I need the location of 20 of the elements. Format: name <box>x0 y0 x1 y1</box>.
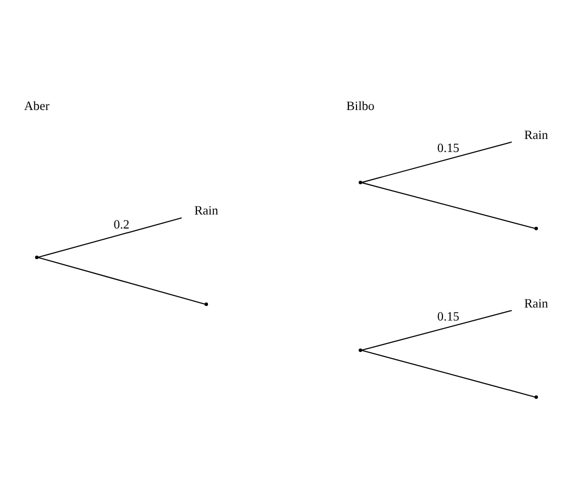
node-text: Rain <box>524 296 548 311</box>
node-text: Rain <box>194 204 218 218</box>
edge-label: 0.2 <box>114 218 130 232</box>
label: Bilbo <box>346 99 374 114</box>
connector <box>38 256 206 305</box>
connector <box>362 142 512 183</box>
connector <box>38 217 182 258</box>
node-point <box>534 395 538 399</box>
node-text: Rain <box>524 128 548 142</box>
edge-label: 0.15 <box>437 141 460 156</box>
connector <box>362 182 535 229</box>
connector <box>362 350 535 398</box>
edge-label: 0.15 <box>437 310 460 324</box>
label: Aber <box>24 99 50 114</box>
node-point <box>358 348 362 352</box>
node-point <box>35 256 39 260</box>
node-point <box>358 180 362 184</box>
node-point <box>534 226 538 230</box>
connector <box>362 310 512 351</box>
node-point <box>204 302 208 306</box>
